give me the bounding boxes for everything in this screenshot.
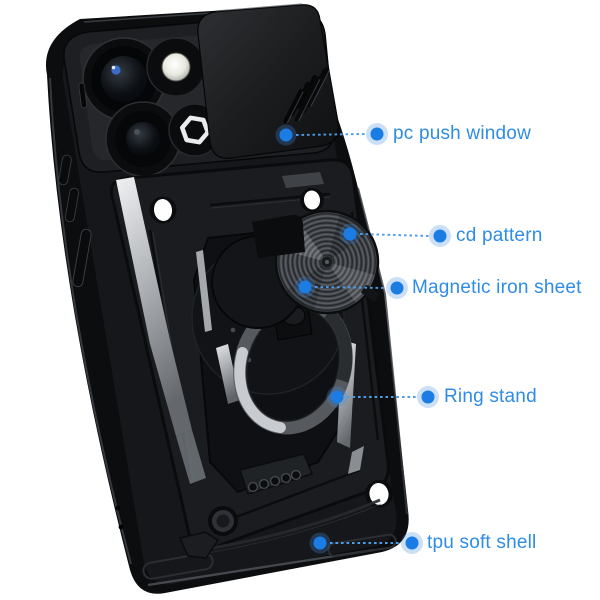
- disc-tab: [361, 285, 380, 302]
- top-edge-highlight: [83, 11, 227, 23]
- callout-pc-push-window: [275, 123, 388, 146]
- camera-lens-secondary: [105, 101, 181, 177]
- callout-label-pc-push-window: pc push window: [393, 123, 531, 144]
- volume-up-button: [58, 154, 72, 186]
- callout-line: [295, 133, 367, 136]
- volume-down-button: [64, 187, 80, 223]
- right-edge-highlight: [357, 187, 408, 515]
- callout-dot: [298, 280, 312, 294]
- cover-grip-slats: [283, 67, 330, 124]
- corner-holes: [149, 188, 393, 536]
- side-buttons: [58, 154, 92, 288]
- callout-label-magnetic-iron-sheet: Magnetic iron sheet: [412, 277, 582, 298]
- callout-ring-stand: [326, 386, 439, 408]
- camera-flash: [146, 37, 206, 97]
- callout-magnetic-iron-sheet: [294, 276, 408, 299]
- tpu-chin: [142, 498, 397, 580]
- camera-lens-main: [82, 37, 166, 121]
- callout-dot: [279, 128, 293, 142]
- callout-dot: [390, 281, 404, 295]
- callout-cd-pattern: [339, 223, 451, 247]
- callout-dot: [433, 229, 447, 243]
- callouts: [275, 123, 451, 554]
- callout-tpu-soft-shell: [309, 532, 423, 554]
- laser-af-slit: [78, 82, 88, 109]
- callout-dot: [313, 536, 327, 550]
- side-port-hole: [118, 524, 124, 530]
- callout-line: [359, 233, 430, 237]
- callout-label-cd-pattern: cd pattern: [456, 225, 543, 246]
- disc-clamp: [252, 214, 305, 258]
- callout-label-tpu-soft-shell: tpu soft shell: [427, 532, 537, 553]
- callout-label-ring-stand: Ring stand: [444, 386, 537, 407]
- callout-dot: [421, 390, 435, 404]
- callout-dot: [405, 536, 419, 550]
- callout-line: [314, 286, 387, 289]
- callout-dot: [330, 390, 344, 404]
- power-button: [72, 228, 92, 288]
- side-port-hole: [115, 505, 121, 511]
- left-edge-highlight: [49, 77, 132, 565]
- push-window-cover: [197, 3, 340, 160]
- callout-dot: [370, 127, 384, 141]
- vent-holes: [239, 453, 313, 495]
- callout-dot: [343, 227, 357, 241]
